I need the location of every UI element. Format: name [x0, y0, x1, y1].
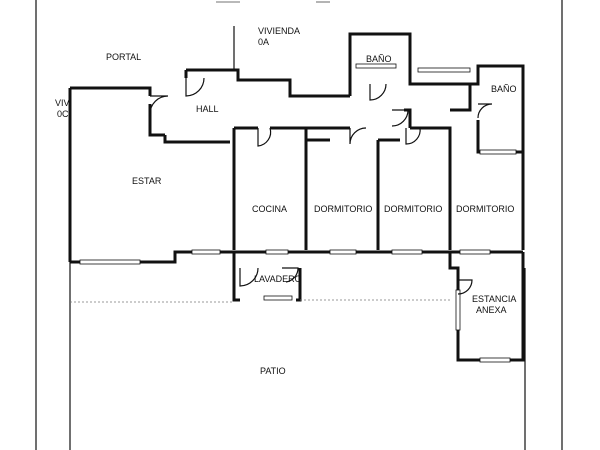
label-vivienda: VIVIENDA: [258, 26, 300, 36]
doors: [149, 77, 493, 295]
patio-boundary: [70, 299, 450, 303]
label-estar: ESTAR: [132, 176, 162, 186]
label-cocina: COCINA: [252, 204, 287, 214]
label-hall: HALL: [196, 104, 219, 114]
windows: [79, 63, 517, 363]
boundary-lines: [69, 26, 526, 450]
label-estancia-line2: ANEXA: [476, 305, 507, 315]
label-viv-0c-line2: 0C: [57, 109, 69, 119]
room-labels: VIVIENDA 0A PORTAL VIV. 0C BAÑO BAÑO HAL…: [55, 26, 517, 376]
label-portal: PORTAL: [106, 52, 141, 62]
label-patio: PATIO: [260, 366, 286, 376]
label-lavadero: LAVADERO: [254, 274, 302, 284]
walls: [68, 32, 525, 362]
label-dormitorio-2: DORMITORIO: [384, 204, 442, 214]
label-bano-top: BAÑO: [366, 54, 392, 64]
label-viv-0c-line1: VIV.: [55, 98, 71, 108]
label-estancia-line1: ESTANCIA: [472, 294, 516, 304]
label-bano-right: BAÑO: [491, 84, 517, 94]
label-vivienda-unit: 0A: [258, 37, 269, 47]
label-dormitorio-3: DORMITORIO: [456, 204, 514, 214]
label-dormitorio-1: DORMITORIO: [314, 204, 372, 214]
sheet-frame: [35, 0, 563, 450]
